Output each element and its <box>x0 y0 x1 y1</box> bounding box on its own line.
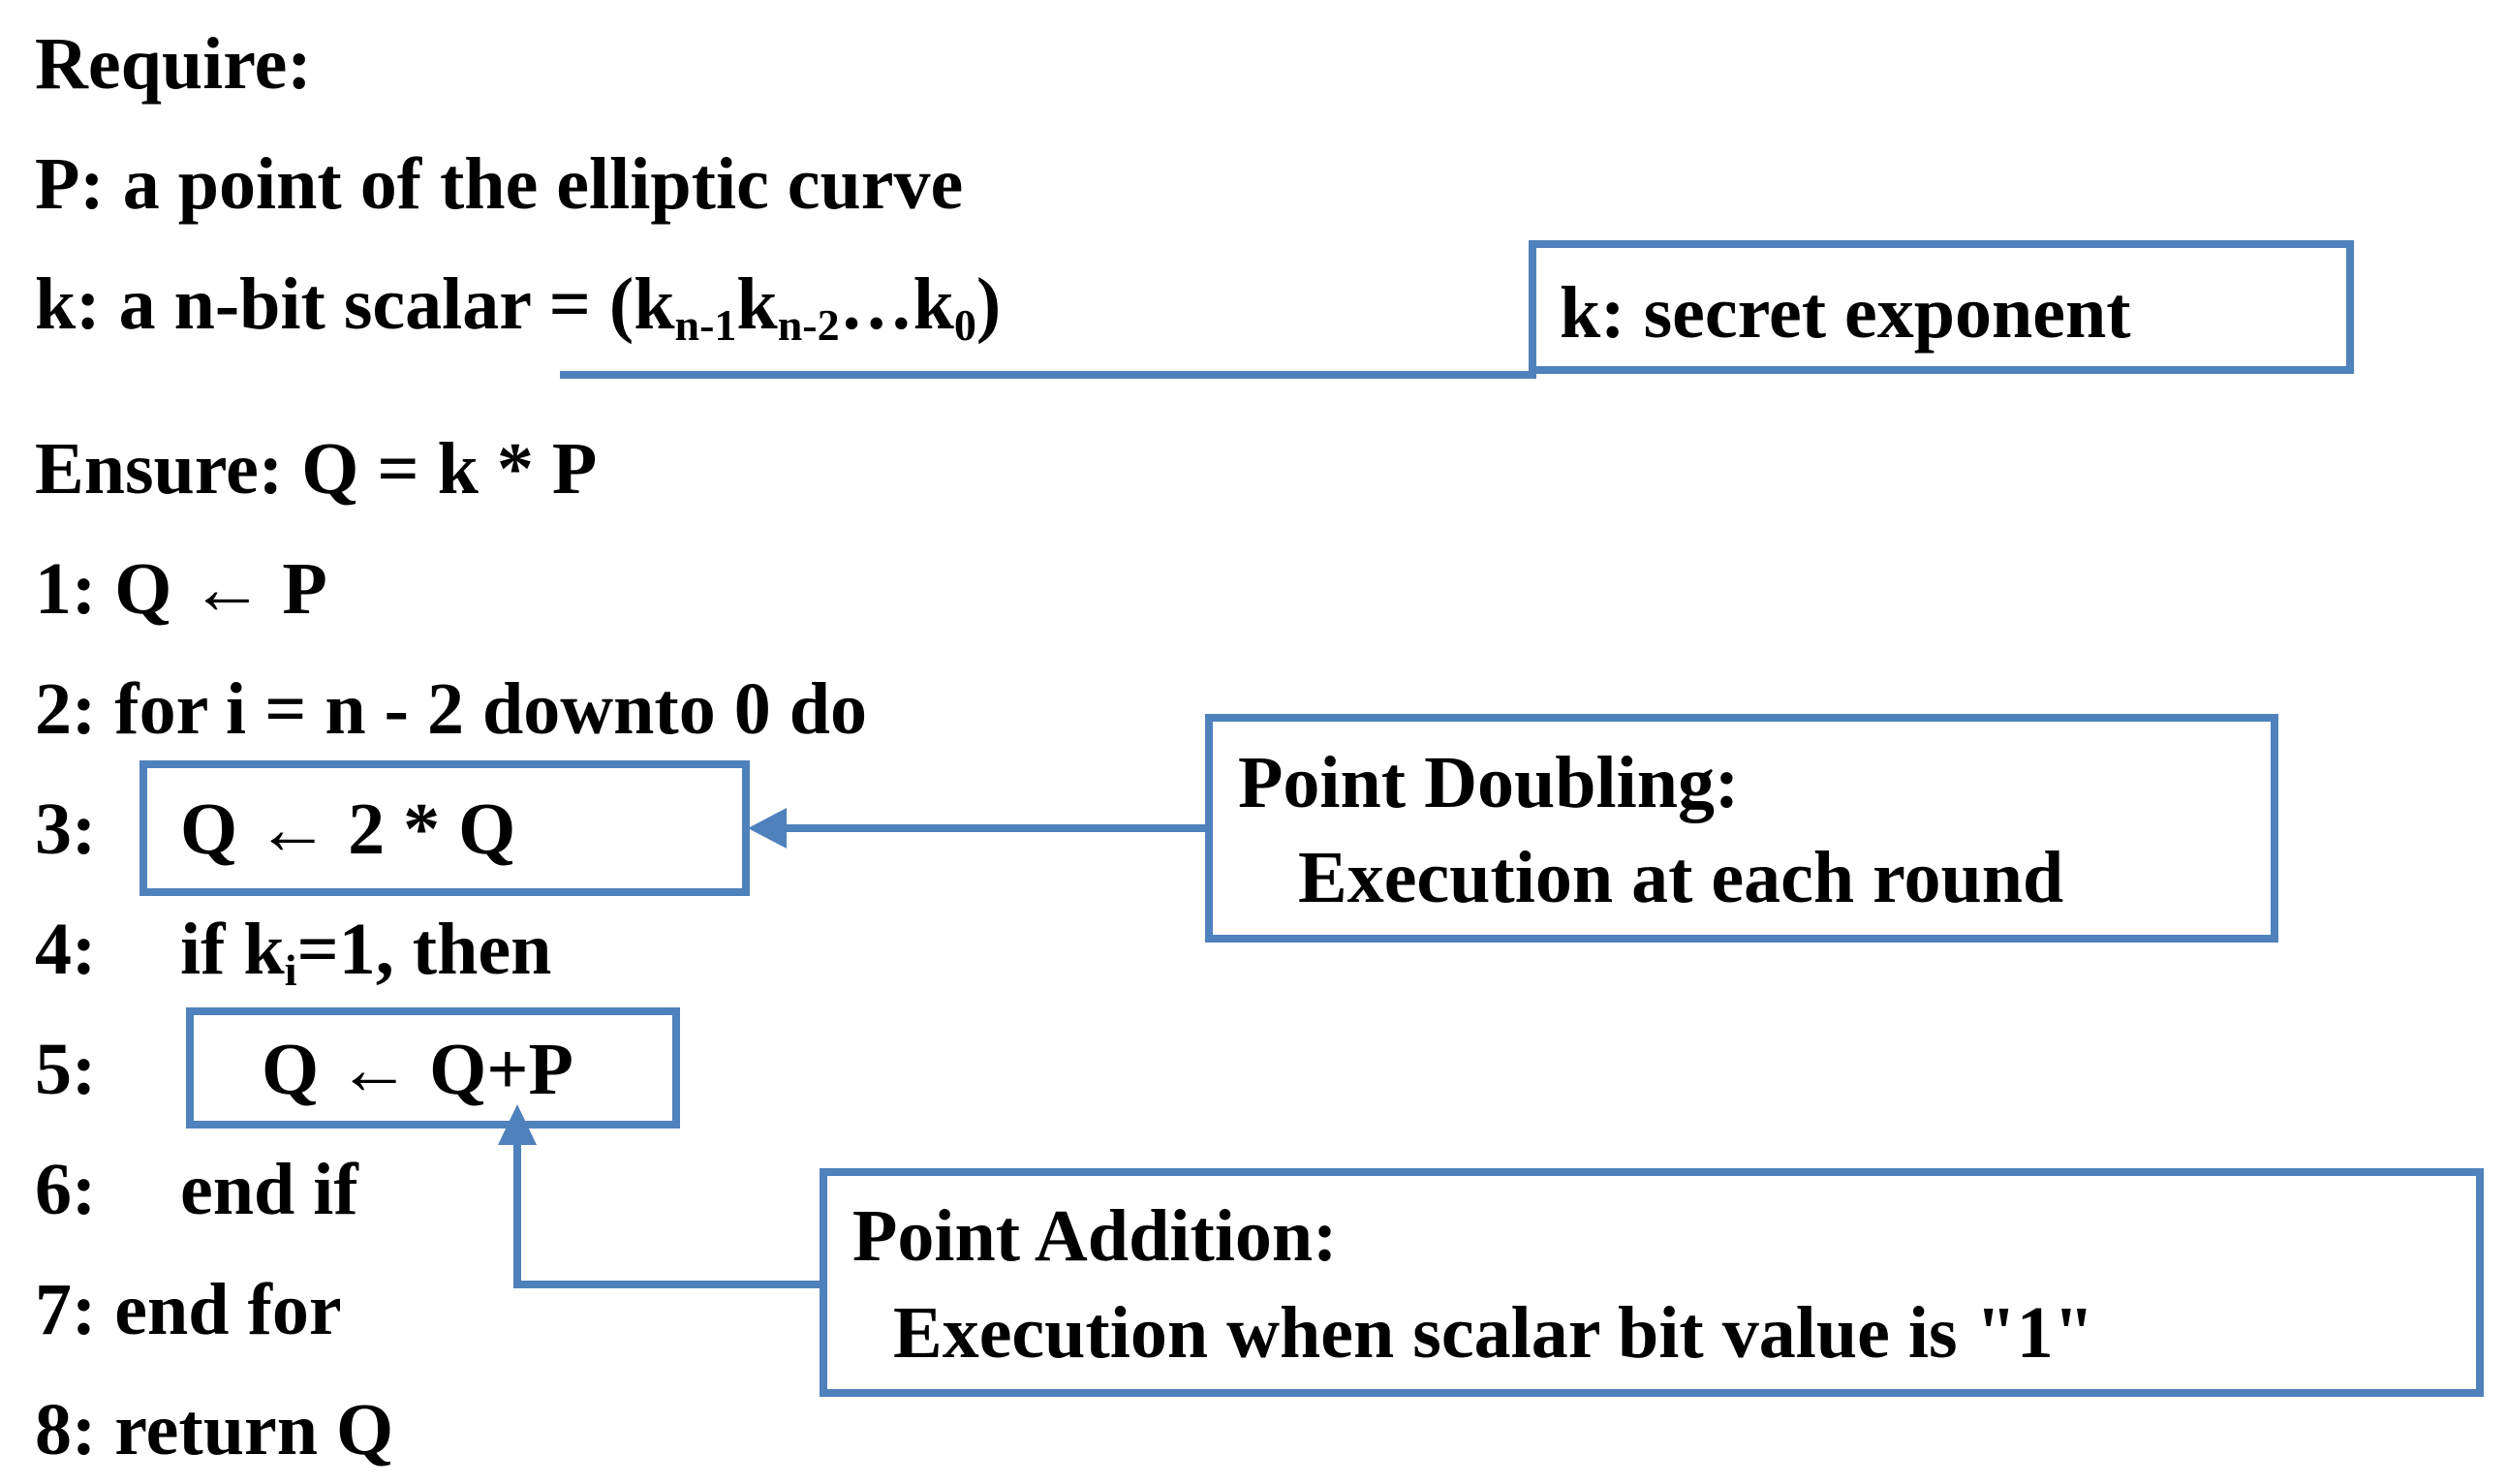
point-doubling-title: Point Doubling: <box>1238 742 1740 823</box>
p-definition: P: a point of the elliptic curve <box>35 143 964 225</box>
point-addition-title: Point Addition: <box>852 1195 1338 1277</box>
step-4-prefix: if k <box>180 909 285 990</box>
addition-arrow-line <box>513 1141 823 1288</box>
step-5-number: 5: <box>35 1029 97 1110</box>
ensure-line: Ensure: Q = k * P <box>35 428 598 510</box>
step-8: 8: return Q <box>35 1389 394 1470</box>
k-definition: k: a n-bit scalar = (kn-1kn-2…k0) <box>35 267 1001 348</box>
point-doubling-description: Execution at each round <box>1298 837 2064 918</box>
k-sub-n-2: n-2 <box>777 300 840 350</box>
k-definition-suffix: ) <box>975 263 1002 345</box>
k-sub-0: 0 <box>953 300 976 350</box>
step-7: 7: end for <box>35 1269 342 1350</box>
k-sub-n-1: n-1 <box>674 300 737 350</box>
point-addition-callout <box>820 1168 2484 1397</box>
addition-step-box <box>186 1007 680 1128</box>
k-definition-prefix: k: a n-bit scalar = (k <box>35 263 675 345</box>
step-6-body: end if <box>180 1149 358 1230</box>
secret-connector-line <box>560 362 1536 379</box>
point-addition-description: Execution when scalar bit value is "1" <box>893 1292 2094 1374</box>
step-4-suffix: =1, then <box>296 909 552 990</box>
secret-exponent-callout <box>1529 240 2354 374</box>
step-4-body: if ki=1, then <box>180 912 551 993</box>
step-4-number: 4: <box>35 909 97 990</box>
step-3-number: 3: <box>35 788 97 870</box>
step-6-number: 6: <box>35 1149 97 1230</box>
step-1: 1: Q ← P <box>35 548 327 630</box>
step-3-body: Q ← 2 * Q <box>180 788 516 870</box>
secret-exponent-text: k: secret exponent <box>1560 272 2131 354</box>
require-label: Require: <box>35 23 312 105</box>
doubling-step-box <box>139 760 750 896</box>
doubling-arrowhead <box>748 808 787 849</box>
step-2: 2: for i = n - 2 downto 0 do <box>35 668 867 750</box>
step-5-body: Q ← Q+P <box>262 1029 573 1110</box>
point-doubling-callout <box>1205 714 2278 943</box>
k-definition-k2: k <box>736 263 778 345</box>
step-4-subscript-i: i <box>284 945 297 995</box>
k-definition-dots: …k <box>839 263 954 345</box>
